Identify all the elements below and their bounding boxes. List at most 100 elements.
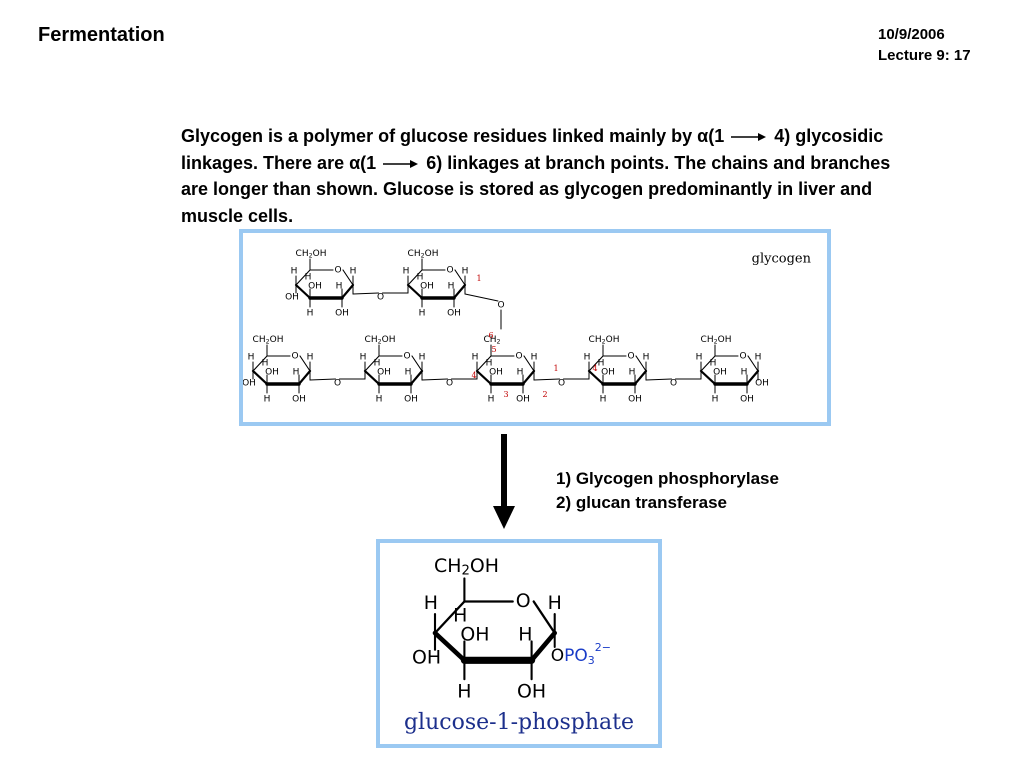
hydrogen-label: H [376,395,383,405]
hydrogen-label: H [517,368,524,378]
hydrogen-label: H [264,395,271,405]
hydrogen-label: H [419,309,426,319]
ch2oh-label: CH2OH [408,249,439,260]
ring-bond [342,269,354,286]
hydrogen-label: H [291,267,298,277]
hydrogen-label: H [600,395,607,405]
slide-lecture-number: Lecture 9: 17 [878,47,971,64]
hydrogen-label: H [417,273,424,283]
ch2oh-label: CH2OH [701,335,732,346]
ring-bond [452,283,467,300]
position-number: 1 [553,364,558,373]
ring-oxygen: O [516,590,531,612]
ring-bond [363,369,381,386]
hydroxyl-label: OH [308,282,322,292]
hydrogen-label: H [405,368,412,378]
ring-bond [433,600,466,635]
enzyme-glycogen-phosphorylase: 1) Glycogen phosphorylase [556,469,779,488]
down-arrow-icon [493,434,515,529]
hydrogen-label: H [350,267,357,277]
ring-bond [529,630,558,663]
glucose-1-phosphate-label: glucose-1-phosphate [404,710,634,735]
branch-bond [464,293,499,302]
ring-bond [745,369,760,386]
glycosidic-oxygen: O [558,379,565,389]
ring-bond [523,355,535,372]
hydrogen-label: H [696,353,703,363]
position-number: 2 [542,390,547,399]
ring-oxygen: O [739,352,746,362]
ring-bond [532,600,556,635]
ring-bond [407,269,423,286]
hydrogen-label: H [419,353,426,363]
ring-oxygen: O [515,352,522,362]
right-arrow-icon [383,159,419,168]
position-number: 4 [592,364,597,373]
ch2oh-label: CH2OH [253,335,284,346]
hydroxyl-label: OH [489,368,503,378]
ring-bond [299,355,311,372]
paragraph-segment-1: Glycogen is a polymer of glucose residue… [181,126,725,146]
glucose-1-phosphate-diagram: OCH2OHHOHOHHHHOHHOPO32−glucose-1-phospha… [404,554,634,735]
hydrogen-label: H [472,353,479,363]
glycosidic-oxygen: O [446,379,453,389]
position-number: 6 [488,331,493,340]
hydrogen-label: H [598,359,605,369]
hydrogen-label: H [374,359,381,369]
ring-bond [294,283,312,300]
paragraph-segment-2: 4) glycosidic linkages. There are α(1 [181,126,884,173]
ring-oxygen: O [291,352,298,362]
hydrogen-label: H [712,395,719,405]
hydroxyl-label: OH [377,368,391,378]
ring-bond [587,369,605,386]
hydrogen-label: H [755,353,762,363]
ch2oh-label: CH2OH [365,335,396,346]
ring-oxygen: O [446,266,453,276]
hydrogen-label: H [307,353,314,363]
hydroxyl-label: OH [404,395,418,405]
ring-bond [699,369,717,386]
ring-bond [251,369,269,386]
ring-bond [588,355,604,372]
hydrogen-label: H [307,309,314,319]
slide-date: 10/9/2006 [878,26,945,43]
glycosidic-bond [533,378,560,381]
branch-oxygen: O [497,301,504,311]
hydroxyl-label: OH [292,395,306,405]
hydroxyl-label: OH [740,395,754,405]
ring-bond [521,369,536,386]
hydroxyl-label: OH [517,680,546,702]
ring-bond [295,269,311,286]
hydrogen-label: H [248,353,255,363]
ring-bond [297,369,312,386]
hydroxyl-label: OH [713,368,727,378]
hydrogen-label: H [462,267,469,277]
hydroxyl-label: OH [420,282,434,292]
ring-bond [476,355,492,372]
ring-bond [409,369,424,386]
ring-bond [475,369,493,386]
hydrogen-label: H [584,353,591,363]
position-number: 1 [476,274,481,283]
hydrogen-label: H [360,353,367,363]
ch2oh-label: CH2OH [296,249,327,260]
hydrogen-label: H [453,605,467,627]
glycosidic-oxygen: O [670,379,677,389]
hydrogen-label: H [262,359,269,369]
ring-oxygen: O [334,266,341,276]
glycosidic-bond [645,378,672,381]
glycosidic-oxygen: O [334,379,341,389]
right-arrow-icon [731,133,767,142]
hydroxyl-label: OH [601,368,615,378]
hydrogen-label: H [643,353,650,363]
hydrogen-label: H [488,395,495,405]
hydroxyl-label: OH [447,309,461,319]
position-number: 4 [471,371,476,380]
glycosidic-bond [352,292,379,295]
hydroxyl-label: OH [628,395,642,405]
hydrogen-label: H [486,359,493,369]
hydrogen-label: H [305,273,312,283]
